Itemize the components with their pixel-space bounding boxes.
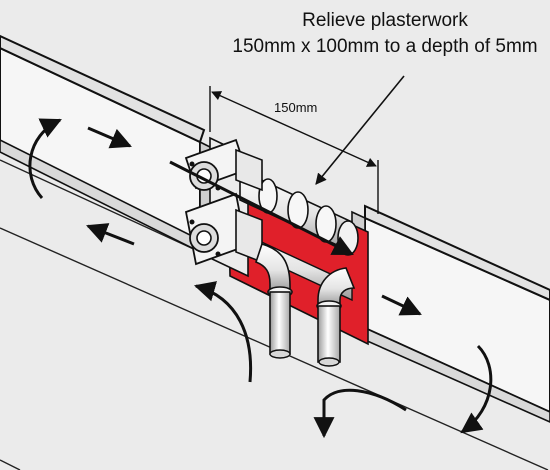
dimension-label: 150mm xyxy=(274,100,317,115)
airflow-arrow-right-curve xyxy=(460,344,493,434)
right-trunking-section xyxy=(351,204,550,423)
right-elbow-pipe xyxy=(316,267,356,367)
lower-valve xyxy=(184,192,263,266)
airflow-arrow-through xyxy=(169,160,354,256)
callout-leader xyxy=(315,75,405,185)
airflow-arrow-left-rising xyxy=(193,281,253,383)
airflow-arrow-right-bottom xyxy=(313,388,407,439)
airflow-arrow-left-top xyxy=(87,126,132,149)
left-trunking-section xyxy=(0,34,213,256)
airflow-arrow-left-curve xyxy=(28,118,62,200)
callout-title: Relieve plasterwork xyxy=(302,10,468,31)
left-elbow-pipe xyxy=(255,243,293,359)
callout-spec: 150mm x 100mm to a depth of 5mm xyxy=(232,36,537,57)
airflow-arrows xyxy=(28,118,493,439)
airflow-arrow-left-bottom xyxy=(86,223,135,246)
dimension-marker xyxy=(209,86,379,214)
airflow-arrow-right-top xyxy=(381,294,422,316)
